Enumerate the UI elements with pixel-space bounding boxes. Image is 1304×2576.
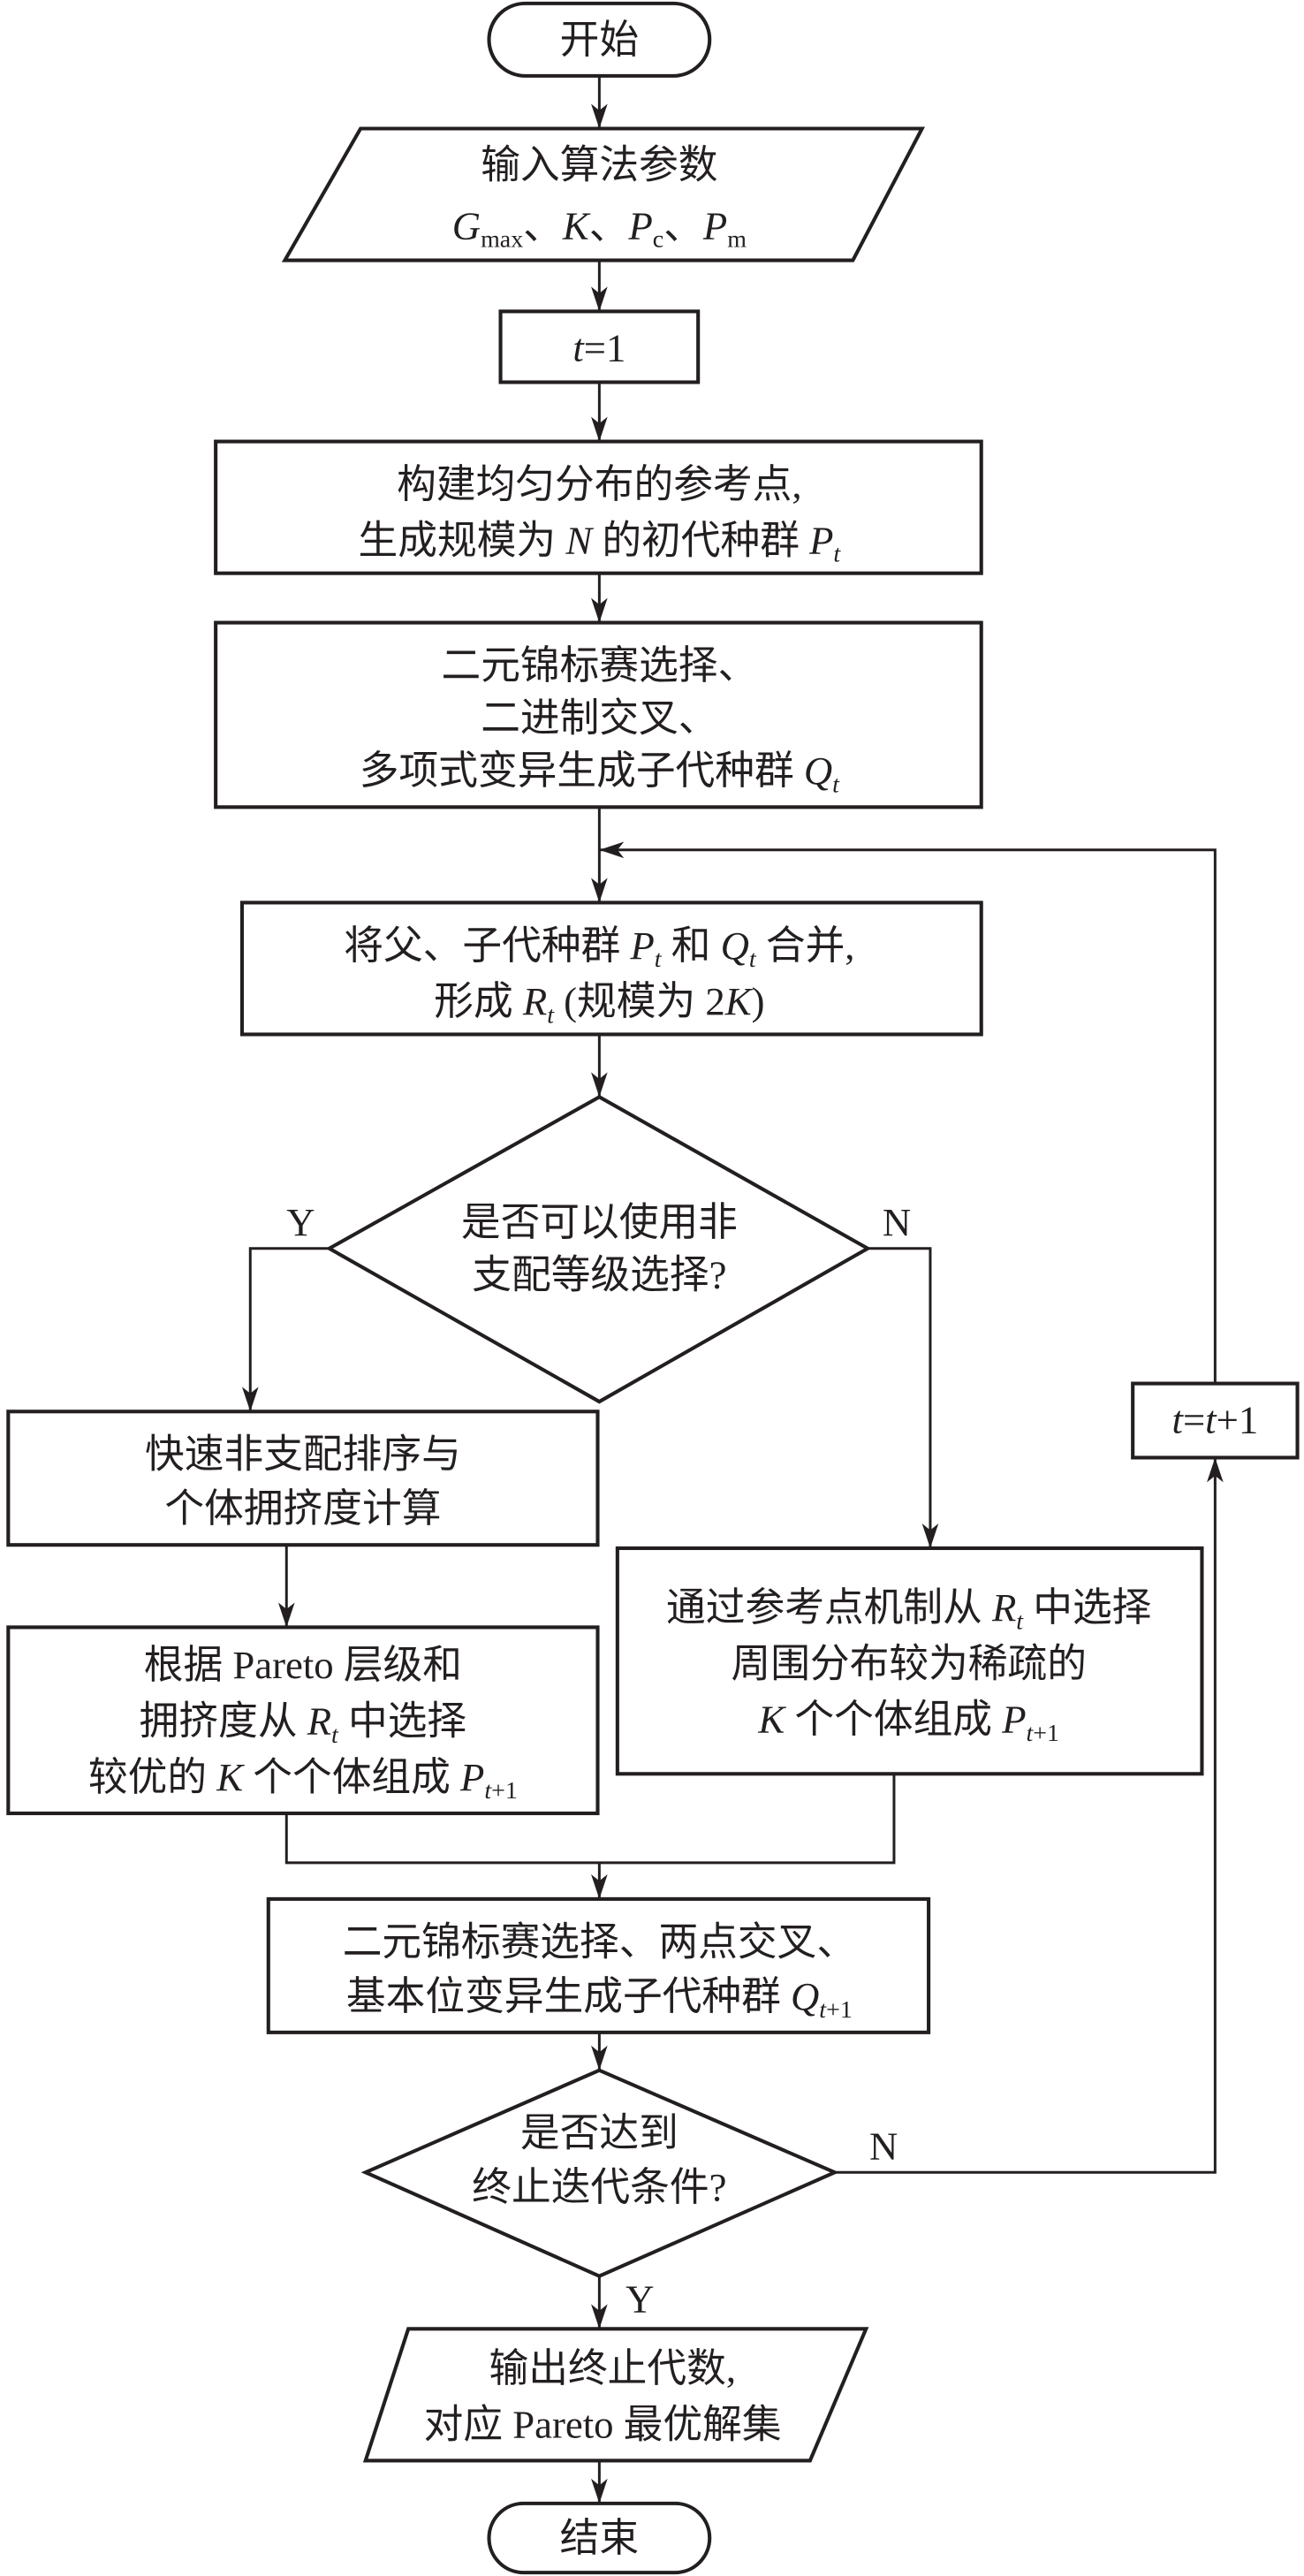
arrowhead xyxy=(591,2304,608,2329)
arrowhead xyxy=(591,103,608,129)
arrowhead xyxy=(277,1602,295,1628)
pareto-select-box: 根据 Pareto 层级和 拥挤度从 Rt 中选择 较优的 K 个个体组成 Pt… xyxy=(6,1625,600,1816)
arrowhead xyxy=(591,2478,608,2504)
input-parameters: 输入算法参数 Gmax、K、Pc、Pm xyxy=(281,126,926,262)
branch-yes-line xyxy=(248,1247,330,1412)
start-terminal: 开始 xyxy=(487,1,712,78)
fast-sort-line1: 快速非支配排序与 xyxy=(145,1432,461,1477)
input-title: 输入算法参数 xyxy=(481,142,717,186)
output-line2: 对应 Pareto 最优解集 xyxy=(424,2402,782,2446)
decision1-yes-label: Y xyxy=(286,1200,315,1244)
start-label: 开始 xyxy=(560,18,639,62)
end-terminal: 结束 xyxy=(487,2501,712,2575)
decision1-no-label: N xyxy=(883,1200,911,1244)
branch-no-line xyxy=(868,1247,932,1548)
gen-offspring-line2: 二进制交叉、 xyxy=(481,696,717,741)
join-left-line xyxy=(284,1774,896,1865)
increment-t-box: t=t+1 xyxy=(1131,1381,1300,1460)
gen-next-line1: 二元锦标赛选择、两点交叉、 xyxy=(343,1919,856,1964)
arrowhead xyxy=(591,597,608,623)
input-params: Gmax、K、Pc、Pm xyxy=(452,203,747,253)
gen-next-line2: 基本位变异生成子代种群 Qt+1 xyxy=(346,1974,853,2024)
merge-line2: 形成 Rt (规模为 2K) xyxy=(434,979,764,1029)
decision-nondominated: 是否可以使用非 支配等级选择? xyxy=(325,1094,872,1404)
pareto-select-line1: 根据 Pareto 层级和 xyxy=(144,1643,462,1687)
arrowhead xyxy=(1207,1457,1224,1483)
decision2-yes-label: Y xyxy=(625,2277,654,2321)
arrowhead xyxy=(599,841,625,859)
decision2-line1: 是否达到 xyxy=(520,2110,679,2154)
output-result: 输出终止代数, 对应 Pareto 最优解集 xyxy=(362,2327,869,2463)
merge-population-box: 将父、子代种群 Pt 和 Qt 合并, 形成 Rt (规模为 2K) xyxy=(239,900,983,1037)
fast-sort-box: 快速非支配排序与 个体拥挤度计算 xyxy=(6,1410,600,1547)
decision-termination: 是否达到 终止迭代条件? xyxy=(360,2068,839,2278)
pareto-select-line3: 较优的 K 个个体组成 Pt+1 xyxy=(88,1755,518,1805)
increment-label: t=t+1 xyxy=(1172,1398,1259,1442)
decision2-no-label: N xyxy=(869,2124,898,2168)
end-label: 结束 xyxy=(560,2516,639,2560)
ref-select-line1: 通过参考点机制从 Rt 中选择 xyxy=(666,1585,1151,1635)
arrowhead xyxy=(591,416,608,442)
generate-next-offspring-box: 二元锦标赛选择、两点交叉、 基本位变异生成子代种群 Qt+1 xyxy=(266,1896,931,2034)
init-t-label: t=1 xyxy=(572,325,625,369)
arrowhead xyxy=(591,2045,608,2071)
decision1-line2: 支配等级选择? xyxy=(472,1253,726,1297)
loop-back-line xyxy=(599,848,1217,1384)
generate-offspring-box: 二元锦标赛选择、 二进制交叉、 多项式变异生成子代种群 Qt xyxy=(214,620,983,809)
fast-sort-line2: 个体拥挤度计算 xyxy=(164,1486,441,1531)
pareto-select-line2: 拥挤度从 Rt 中选择 xyxy=(140,1699,466,1749)
arrowhead xyxy=(591,286,608,312)
build-ref-line1: 构建均匀分布的参考点, xyxy=(397,462,801,506)
reference-select-box: 通过参考点机制从 Rt 中选择 周围分布较为稀疏的 K 个个体组成 Pt+1 xyxy=(615,1546,1204,1776)
arrowhead xyxy=(591,1072,608,1098)
init-t-box: t=1 xyxy=(498,309,701,384)
arrowhead xyxy=(921,1524,939,1548)
arrowhead xyxy=(591,878,608,903)
decision1-line1: 是否可以使用非 xyxy=(461,1200,738,1244)
build-reference-points-box: 构建均匀分布的参考点, 生成规模为 N 的初代种群 Pt xyxy=(214,439,983,575)
branch-no-loop-line xyxy=(834,1457,1217,2174)
merge-line1: 将父、子代种群 Pt 和 Qt 合并, xyxy=(344,923,854,973)
build-ref-line2: 生成规模为 N 的初代种群 Pt xyxy=(359,518,842,567)
arrowhead xyxy=(241,1387,259,1412)
arrowhead xyxy=(591,1873,608,1899)
output-line1: 输出终止代数, xyxy=(489,2346,737,2390)
decision2-line2: 终止迭代条件? xyxy=(472,2165,726,2209)
gen-offspring-line1: 二元锦标赛选择、 xyxy=(441,643,757,688)
ref-select-line3: K 个个体组成 Pt+1 xyxy=(757,1698,1059,1747)
ref-select-line2: 周围分布较为稀疏的 xyxy=(731,1641,1086,1685)
gen-offspring-line3: 多项式变异生成子代种群 Qt xyxy=(360,748,840,798)
